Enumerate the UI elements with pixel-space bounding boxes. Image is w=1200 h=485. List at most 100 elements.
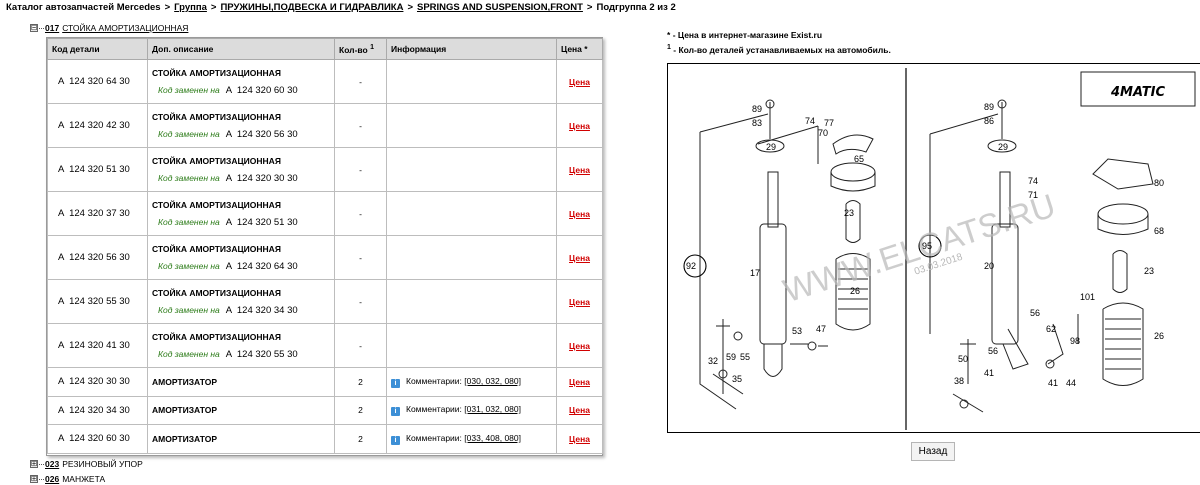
price-link[interactable]: Цена bbox=[569, 405, 590, 416]
diagram-callout-label[interactable]: 74 bbox=[805, 116, 815, 126]
info-icon[interactable]: i bbox=[391, 435, 400, 445]
price-link[interactable]: Цена bbox=[569, 208, 590, 219]
diagram-callout-label[interactable]: 32 bbox=[708, 356, 718, 366]
diagram-callout-label[interactable]: 77 bbox=[824, 118, 834, 128]
price-link[interactable]: Цена bbox=[569, 340, 590, 351]
group-name[interactable]: МАНЖЕТА bbox=[62, 474, 106, 484]
part-code: A 124 320 56 30 bbox=[47, 235, 148, 280]
info-icon[interactable]: i bbox=[391, 407, 400, 417]
footnote-mark: 1 bbox=[667, 44, 671, 51]
part-code: A 124 320 55 30 bbox=[47, 279, 148, 324]
diagram-callout-label[interactable]: 35 bbox=[732, 374, 742, 384]
price-link[interactable]: Цена bbox=[569, 376, 590, 387]
breadcrumb-subsection-link[interactable]: SPRINGS AND SUSPENSION,FRONT bbox=[417, 2, 583, 13]
legend-price-note: * - Цена в интернет-магазине Exist.ru bbox=[667, 30, 822, 40]
diagram-callout-label[interactable]: 68 bbox=[1154, 226, 1164, 236]
group-name[interactable]: СТОЙКА АМОРТИЗАЦИОННАЯ bbox=[62, 23, 189, 33]
column-header-description: Доп. описание bbox=[147, 38, 335, 60]
diagram-callout-label[interactable]: 26 bbox=[850, 286, 860, 296]
replaced-label: Код заменен на bbox=[158, 172, 220, 183]
diagram-callout-label[interactable]: 26 bbox=[1154, 331, 1164, 341]
quantity-cell: - bbox=[334, 235, 387, 280]
expand-icon[interactable]: ⊞ bbox=[30, 459, 38, 468]
part-code: A 124 320 30 30 bbox=[47, 367, 148, 397]
column-header-quantity: Кол-во 1 bbox=[334, 38, 387, 60]
comment-codes-link[interactable]: [031, 032, 080] bbox=[464, 404, 521, 415]
group-number[interactable]: 023 bbox=[45, 459, 60, 469]
breadcrumb-group-link[interactable]: Группа bbox=[174, 2, 207, 13]
diagram-callout-label[interactable]: 89 bbox=[984, 102, 994, 112]
part-description: СТОЙКА АМОРТИЗАЦИОННАЯ bbox=[152, 111, 281, 122]
diagram-callout-label[interactable]: 101 bbox=[1080, 292, 1095, 302]
breadcrumb-separator: > bbox=[407, 2, 413, 13]
price-cell: Цена bbox=[556, 103, 603, 148]
diagram-callout-label[interactable]: 56 bbox=[988, 346, 998, 356]
back-button[interactable]: Назад bbox=[911, 442, 955, 461]
diagram-callout-label[interactable]: 29 bbox=[998, 142, 1008, 152]
diagram-callout-label[interactable]: 53 bbox=[792, 326, 802, 336]
table-header-row: Код детали Доп. описание Кол-во 1 Информ… bbox=[47, 38, 603, 60]
breadcrumb-separator: > bbox=[210, 2, 217, 13]
diagram-callout-label[interactable]: 89 bbox=[752, 104, 762, 114]
breadcrumb-section-link[interactable]: ПРУЖИНЫ,ПОДВЕСКА И ГИДРАВЛИКА bbox=[220, 2, 404, 13]
diagram-callout-label[interactable]: 23 bbox=[1144, 266, 1154, 276]
diagram-callout-label[interactable]: 50 bbox=[958, 354, 968, 364]
tree-connector bbox=[39, 463, 44, 465]
diagram-callout-label[interactable]: 98 bbox=[1070, 336, 1080, 346]
description-cell: АМОРТИЗАТОР bbox=[147, 395, 335, 425]
price-link[interactable]: Цена bbox=[569, 433, 590, 444]
diagram-callout-label[interactable]: 70 bbox=[818, 128, 828, 138]
info-cell: i Комментарии: [033, 408, 080] bbox=[386, 424, 557, 454]
replacement-part-code: A 124 320 56 30 bbox=[225, 128, 298, 140]
diagram-callout-label[interactable]: 23 bbox=[844, 208, 854, 218]
group-number[interactable]: 026 bbox=[45, 474, 60, 484]
diagram-callout-label[interactable]: 41 bbox=[1048, 378, 1058, 388]
quantity-cell: - bbox=[334, 103, 387, 148]
part-description: АМОРТИЗАТОР bbox=[152, 376, 217, 387]
info-icon[interactable]: i bbox=[391, 378, 400, 388]
diagram-callout-label[interactable]: 59 bbox=[726, 352, 736, 362]
diagram-callout-label[interactable]: 56 bbox=[1030, 308, 1040, 318]
comment-codes-link[interactable]: [033, 408, 080] bbox=[464, 432, 521, 443]
replaced-label: Код заменен на bbox=[158, 216, 220, 227]
price-link[interactable]: Цена bbox=[569, 296, 590, 307]
diagram-callout-label[interactable]: 74 bbox=[1028, 176, 1038, 186]
diagram-callout-label[interactable]: 29 bbox=[766, 142, 776, 152]
diagram-callout-label[interactable]: 20 bbox=[984, 261, 994, 271]
expand-icon[interactable]: ⊞ bbox=[30, 474, 38, 483]
comment-label: Комментарии: bbox=[406, 432, 462, 443]
diagram-callout-label[interactable]: 95 bbox=[922, 241, 932, 251]
part-description: СТОЙКА АМОРТИЗАЦИОННАЯ bbox=[152, 287, 281, 298]
part-code: A 124 320 51 30 bbox=[47, 147, 148, 192]
diagram-callout-label[interactable]: 41 bbox=[984, 368, 994, 378]
diagram-callout-label[interactable]: 86 bbox=[984, 116, 994, 126]
diagram-callout-label[interactable]: 55 bbox=[740, 352, 750, 362]
price-link[interactable]: Цена bbox=[569, 252, 590, 263]
group-name[interactable]: РЕЗИНОВЫЙ УПОР bbox=[62, 459, 143, 469]
diagram-callout-label[interactable]: 83 bbox=[752, 118, 762, 128]
diagram-callout-label[interactable]: 44 bbox=[1066, 378, 1076, 388]
collapse-icon[interactable]: ⊟ bbox=[30, 23, 38, 32]
diagram-callout-label[interactable]: 47 bbox=[816, 324, 826, 334]
diagram-callout-label[interactable]: 92 bbox=[686, 261, 696, 271]
diagram-callout-label[interactable]: 65 bbox=[854, 154, 864, 164]
diagram-callout-label[interactable]: 71 bbox=[1028, 190, 1038, 200]
price-cell: Цена bbox=[556, 147, 603, 192]
diagram-callout-label[interactable]: 17 bbox=[750, 268, 760, 278]
price-link[interactable]: Цена bbox=[569, 120, 590, 131]
quantity-cell: - bbox=[334, 191, 387, 236]
diagram-callout-label[interactable]: 62 bbox=[1046, 324, 1056, 334]
diagram-callout-label[interactable]: 80 bbox=[1154, 178, 1164, 188]
diagram-callout-label[interactable]: 38 bbox=[954, 376, 964, 386]
price-link[interactable]: Цена bbox=[569, 76, 590, 87]
comment-codes-link[interactable]: [030, 032, 080] bbox=[464, 375, 521, 386]
group-number[interactable]: 017 bbox=[45, 23, 60, 33]
breadcrumb-catalog-link[interactable]: Каталог автозапчастей Mercedes bbox=[6, 2, 161, 13]
price-link[interactable]: Цена bbox=[569, 164, 590, 175]
